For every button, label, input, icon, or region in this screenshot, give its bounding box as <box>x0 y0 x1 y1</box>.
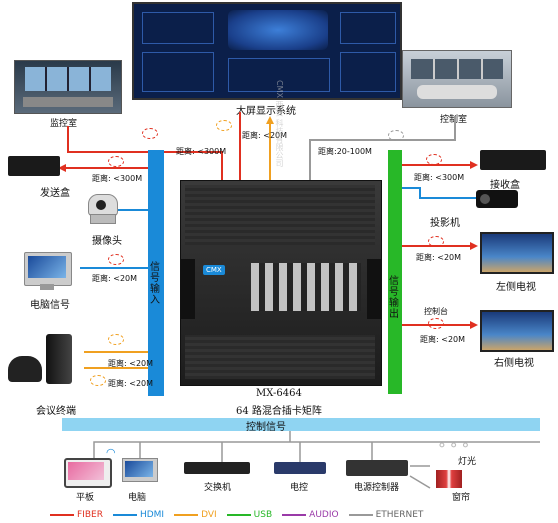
legend-usb: USB <box>226 510 272 520</box>
projector-label: 投影机 <box>430 218 460 229</box>
legend-audio: AUDIO <box>282 510 339 520</box>
conference-camera <box>8 356 42 382</box>
conference-terminal <box>46 334 72 384</box>
computer-image <box>122 458 158 482</box>
sender-label: 发送盒 <box>40 188 70 199</box>
pc-label: 电脑信号 <box>30 300 70 311</box>
distance-receiver: 距离: <300M <box>414 173 465 182</box>
receiver-label: 接收盒 <box>490 180 520 191</box>
distance-sender: 距离: <300M <box>92 174 143 183</box>
distance-right-tv: 距离: <20M <box>420 335 466 344</box>
receiver-box <box>480 150 546 170</box>
watermark: CMX 西安 科技有限公司 <box>275 80 284 168</box>
legend-fiber: FIBER <box>50 510 103 520</box>
legend-ethernet: ETHERNET <box>348 510 423 520</box>
coil-ethernet <box>388 130 404 141</box>
camera-label: 摄像头 <box>92 236 122 247</box>
left-tv-label: 左侧电视 <box>496 282 536 293</box>
network-switch <box>184 462 250 474</box>
wifi-icon: ◠ <box>106 446 116 459</box>
power-controller <box>346 460 408 476</box>
big-screen-label: 大屏显示系统 <box>236 106 296 117</box>
distance-conf1: 距离: <20M <box>108 359 154 368</box>
input-bar-label: 信号输入 <box>150 262 160 306</box>
legend-hdmi: HDMI <box>112 510 164 520</box>
switch-label: 交换机 <box>204 483 232 493</box>
legend: FIBER HDMI DVI USB AUDIO ETHERNET <box>50 508 530 522</box>
computer-label: 电脑 <box>128 493 147 503</box>
right-tv-label: 右侧电视 <box>494 358 534 369</box>
matrix-badge: CMX <box>203 265 225 275</box>
matrix-card-slots <box>251 263 361 311</box>
projector-image <box>476 190 518 208</box>
matrix-name: 64 路混合插卡矩阵 <box>236 406 322 417</box>
camera-image <box>86 194 118 226</box>
distance-pc: 距离: <20M <box>92 274 138 283</box>
control-room-image <box>402 50 512 108</box>
left-tv <box>480 232 554 274</box>
distance-conf2: 距离: <20M <box>108 379 154 388</box>
coil-dvi <box>216 120 232 131</box>
light-icon: ⚬⚬⚬ <box>436 438 472 454</box>
light-label: 灯光 <box>458 457 477 467</box>
input-bar <box>148 150 164 396</box>
control-signal-label: 控制信号 <box>246 422 286 433</box>
tablet-image <box>64 458 112 488</box>
control-signal-bar <box>62 418 540 431</box>
matrix-model: MX-6464 <box>256 388 302 399</box>
output-bar <box>388 150 402 394</box>
control-room-label: 控制室 <box>440 115 468 125</box>
control-label: 电控 <box>290 483 309 493</box>
big-screen-map <box>228 10 328 50</box>
power-controller-label: 电源控制器 <box>354 483 400 493</box>
matrix-chassis: CMX <box>180 180 382 386</box>
distance-left-tv: 距离: <20M <box>416 253 462 262</box>
conference-label: 会议终端 <box>36 406 76 417</box>
right-tv <box>480 310 554 352</box>
pc-monitor <box>24 252 72 286</box>
output-bar-label: 信号输出 <box>389 276 399 320</box>
central-control <box>274 462 326 474</box>
distance-top-left: 距离: <300M <box>176 147 227 156</box>
sender-box <box>8 156 60 176</box>
control-desk-label: 控制台 <box>424 307 448 316</box>
monitor-room-image <box>14 60 122 114</box>
distance-top-center: 距离: <20M <box>242 131 288 140</box>
curtain-image <box>436 470 462 488</box>
monitor-room-label: 监控室 <box>50 119 78 129</box>
coil-fiber <box>142 128 158 139</box>
distance-top-right: 距离:20-100M <box>318 147 372 156</box>
legend-dvi: DVI <box>174 510 217 520</box>
tablet-label: 平板 <box>76 493 95 503</box>
curtain-label: 窗帘 <box>452 493 471 503</box>
big-screen-wall <box>132 2 402 100</box>
